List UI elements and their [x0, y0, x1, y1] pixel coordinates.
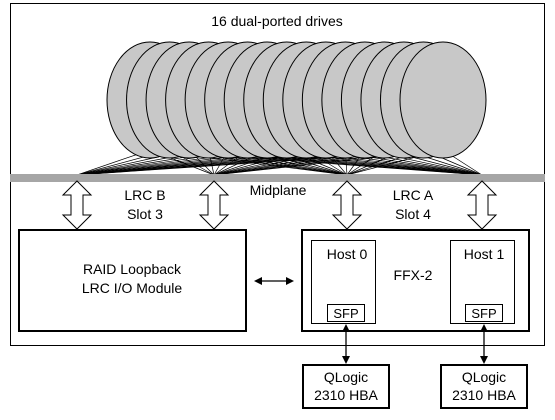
drives-title: 16 dual-ported drives — [211, 13, 343, 29]
host-1-hba-arrowhead-up — [480, 324, 488, 332]
lrc-b-label: LRC B — [124, 187, 165, 203]
host-0-hba-arrowhead-up — [342, 324, 350, 332]
hba-left-label-line2: 2310 HBA — [314, 387, 378, 403]
raid-module-label-line1: RAID Loopback — [83, 261, 182, 277]
lrc-a-midplane-arrow-left — [331, 180, 363, 230]
hba-right-label-line1: QLogic — [462, 369, 506, 385]
module-link-arrowhead-right — [286, 277, 294, 285]
ffx-2-label: FFX-2 — [394, 267, 433, 283]
host-0-label: Host 0 — [327, 246, 368, 262]
host-1-sfp-label: SFP — [471, 306, 496, 321]
drive-array — [106, 41, 487, 159]
lrc-b-midplane-arrow-left — [61, 180, 93, 230]
drive-15 — [399, 41, 487, 159]
hba-left-box — [302, 364, 390, 409]
lrc-a-midplane-arrow-right — [466, 180, 498, 230]
host-1-sfp — [465, 304, 503, 322]
lrc-a-slot-label: Slot 4 — [395, 206, 431, 222]
midplane-bar — [10, 174, 545, 182]
lrc-b-slot-label: Slot 3 — [127, 206, 163, 222]
midplane-label: Midplane — [250, 182, 307, 198]
raid-loopback-module — [18, 229, 247, 332]
host-0-hba-arrowhead-down — [342, 356, 350, 364]
hba-right-box — [440, 364, 528, 409]
host-1-hba-arrowhead-down — [480, 356, 488, 364]
hba-left-label-line1: QLogic — [324, 369, 368, 385]
lrc-a-label: LRC A — [393, 187, 434, 203]
lrc-b-midplane-arrow-right — [198, 180, 230, 230]
module-link-arrowhead-left — [254, 277, 262, 285]
host-1-label: Host 1 — [464, 246, 505, 262]
host-0-sfp-label: SFP — [333, 306, 358, 321]
hba-right-label-line2: 2310 HBA — [452, 387, 516, 403]
raid-module-label-line2: LRC I/O Module — [82, 280, 183, 296]
host-0-sfp — [327, 304, 365, 322]
